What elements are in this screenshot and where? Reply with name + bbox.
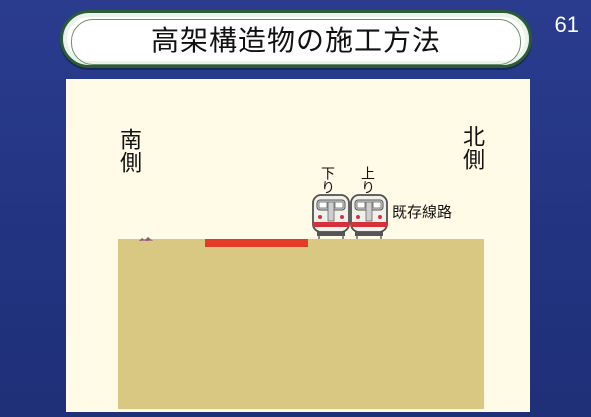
up-track-label: 上り <box>359 166 375 194</box>
ground-area <box>118 239 484 409</box>
down-train-icon <box>312 194 350 239</box>
slide-number: 61 <box>554 12 579 37</box>
down-track-label: 下り <box>319 166 335 194</box>
south-side-label: 南側 <box>116 128 141 174</box>
slide-title: 高架構造物の施工方法 <box>150 24 441 57</box>
title-banner: 高架構造物の施工方法 <box>60 10 532 68</box>
up-train-icon <box>350 194 388 239</box>
existing-line-label: 既存線路 <box>392 203 453 221</box>
north-side-label: 北側 <box>459 125 484 171</box>
construction-area-marker <box>205 239 308 247</box>
ground-debris-mark <box>139 237 153 241</box>
